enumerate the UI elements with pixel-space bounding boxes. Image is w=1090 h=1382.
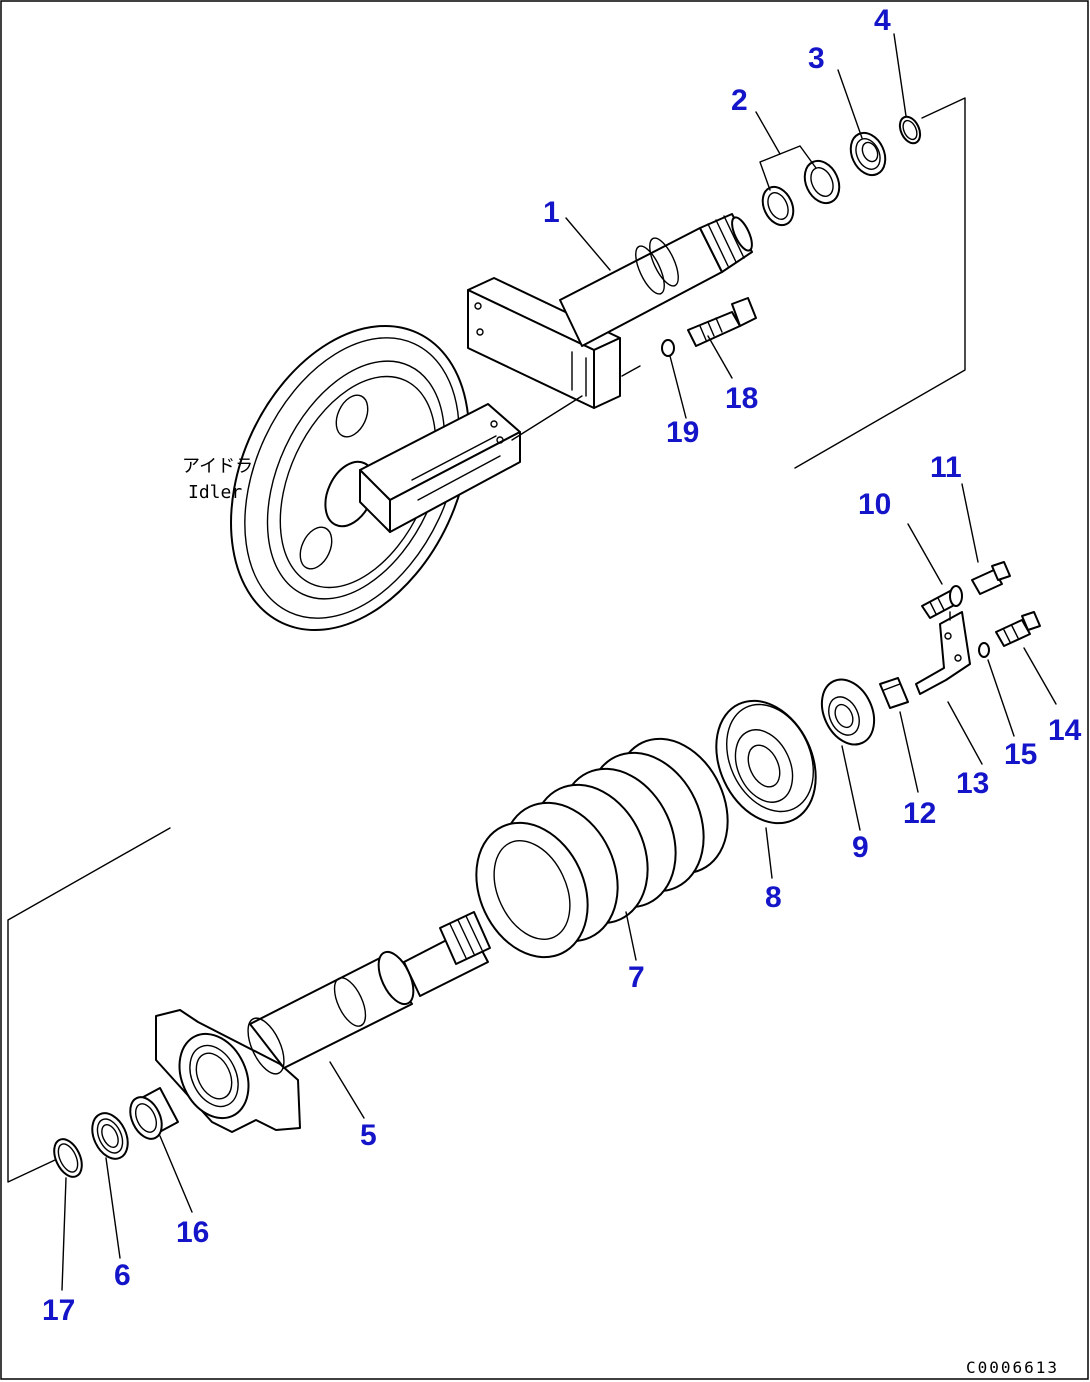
idler-wheel — [230, 324, 521, 632]
idler-label-jp: アイドラ — [182, 456, 253, 477]
part-5-cylinder — [155, 911, 491, 1133]
part-16-bushing — [129, 1087, 179, 1140]
callout-19: 19 — [666, 416, 699, 449]
part-1-yoke — [467, 213, 753, 441]
callout-17: 17 — [42, 1294, 75, 1327]
diagram-code: C0006613 — [966, 1358, 1059, 1377]
callout-12: 12 — [903, 797, 936, 830]
part-6-ring — [91, 1112, 129, 1160]
callout-5: 5 — [360, 1119, 377, 1152]
part-2-rings — [761, 159, 841, 227]
callout-16: 16 — [176, 1216, 209, 1249]
callout-13: 13 — [956, 767, 989, 800]
idler-label-en: Idler — [188, 482, 242, 503]
callout-1: 1 — [543, 196, 560, 229]
upper-bracket-line — [794, 97, 966, 469]
part-18-bolt — [687, 297, 757, 347]
callout-7: 7 — [628, 961, 645, 994]
callout-2: 2 — [731, 84, 748, 117]
callout-9: 9 — [852, 831, 869, 864]
callout-8: 8 — [765, 881, 782, 914]
upper-assembly-group: アイドラ Idler — [182, 97, 966, 632]
callout-4: 4 — [874, 4, 891, 37]
part-13-bracket — [915, 611, 971, 695]
part-11-bolt — [971, 561, 1011, 595]
callout-labels: 1 2 3 4 5 6 7 8 9 10 11 12 13 14 15 16 1… — [42, 4, 1082, 1327]
callout-18: 18 — [725, 382, 758, 415]
part-12-lock — [879, 677, 909, 709]
part-9-nut — [820, 678, 876, 746]
part-10-fitting — [921, 585, 963, 619]
lower-assembly-group — [7, 561, 1041, 1183]
part-14-bolt — [995, 611, 1041, 647]
part-3-bearing — [849, 131, 887, 177]
part-19-washer — [661, 339, 675, 357]
part-7-spring — [475, 737, 729, 959]
part-4-snap-ring — [898, 115, 922, 145]
callout-10: 10 — [858, 488, 891, 521]
part-17-snap-ring — [53, 1138, 83, 1178]
callout-15: 15 — [1004, 738, 1037, 771]
callout-3: 3 — [808, 42, 825, 75]
callout-14: 14 — [1048, 714, 1082, 747]
callout-11: 11 — [930, 451, 962, 484]
part-15-washer — [978, 642, 990, 658]
callout-6: 6 — [114, 1259, 131, 1292]
part-8-plate — [715, 699, 817, 825]
lower-bracket-line — [7, 827, 171, 1183]
leader-lines — [61, 33, 1057, 1291]
